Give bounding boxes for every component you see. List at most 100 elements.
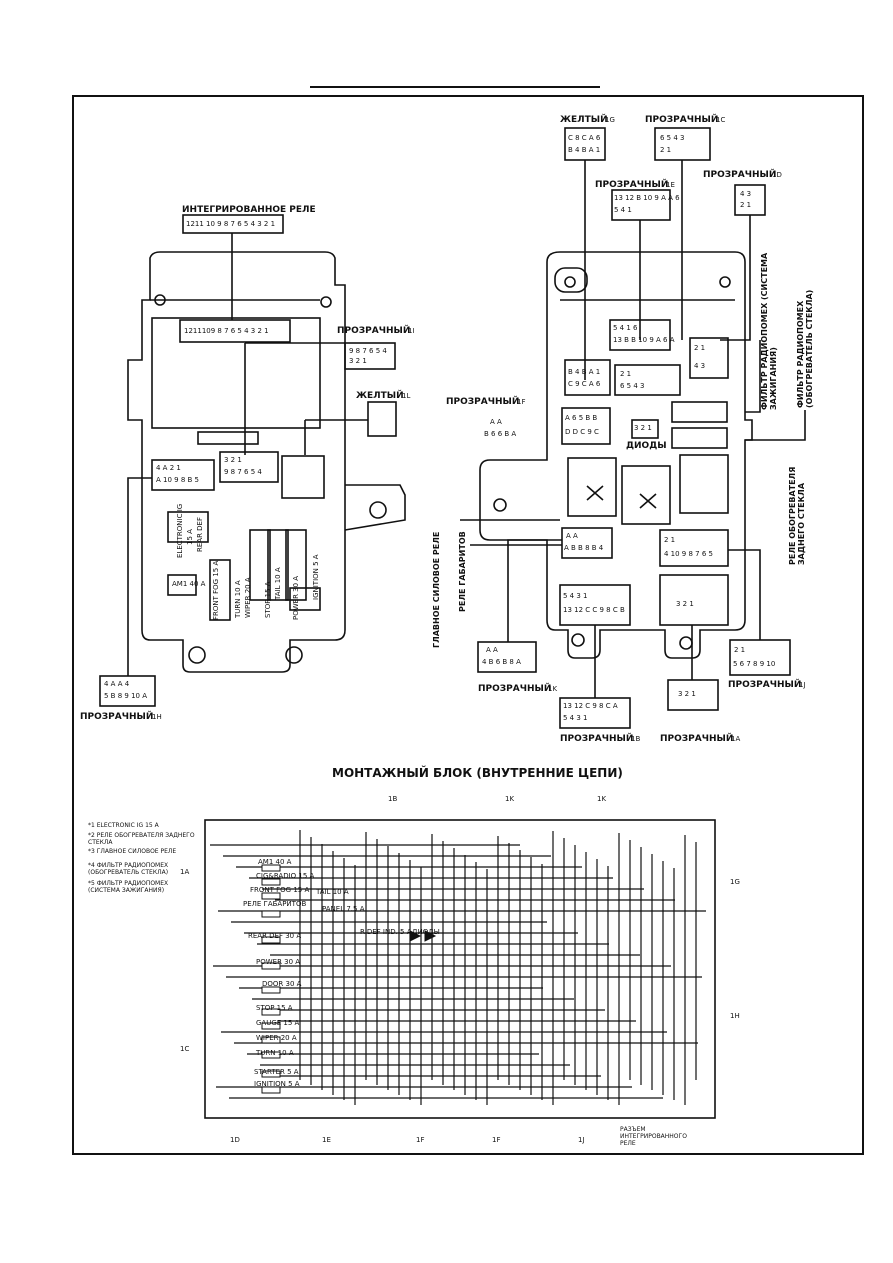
lf-starter: STARTER 5 A: [254, 1068, 299, 1076]
socket-h-pins-1: 4 A 2 1: [156, 464, 181, 472]
socket-h-pins-2: A 10 9 8 B 5: [156, 476, 199, 484]
rear-def-relay-label: РЕЛЕ ОБОГРЕВАТЕЛЯ ЗАДНЕГО СТЕКЛА: [788, 466, 806, 565]
fuse-tail: TAIL 10 A: [274, 567, 282, 600]
conn-d-pins-2: 2 1: [740, 201, 752, 209]
fuse-electronic-ig: ELECTRONIC IG: [176, 503, 184, 558]
fuse-electronic-ig-amp: 15 A: [186, 529, 194, 545]
fuse-symbol: [261, 1051, 281, 1059]
socket-e-pins-1: 5 4 1 6: [613, 324, 638, 332]
diodes-pins: 3 2 1: [634, 424, 652, 432]
socket-c-pins-1: 2 1: [620, 370, 632, 378]
lf-rear-def: REAR DEF 30 A: [248, 932, 302, 940]
conn-k-pins-2: 4 B 6 B 8 A: [482, 658, 521, 666]
fuse-ignition: IGNITION 5 A: [312, 554, 320, 600]
note-3: *3 ГЛАВНОЕ СИЛОВОЕ РЕЛЕ: [88, 848, 177, 855]
conn-b-tag: 1B: [631, 735, 641, 743]
ct-top-k1: 1K: [505, 795, 515, 803]
conn-e-pins-1: 13 12 B 10 9 A A 6: [614, 194, 680, 202]
conn-g-pins-1: C 8 C A 6: [568, 134, 601, 142]
ct-bot-f2: 1F: [492, 1136, 501, 1144]
diode-symbol: [424, 930, 437, 942]
lf-fog: FRONT FOG 15 A: [250, 886, 310, 894]
conn-j-tag: 1J: [799, 681, 806, 689]
socket-c-pins-2: 6 5 4 3: [620, 382, 645, 390]
conn-d-label: ПРОЗРАЧНЫЙ: [703, 170, 777, 180]
conn-a-pins: 3 2 1: [678, 690, 696, 698]
conn-i-pins-1: 9 8 7 6 5 4: [349, 347, 387, 355]
note-5: *5 ФИЛЬТР РАДИОПОМЕХ (СИСТЕМА ЗАЖИГАНИЯ): [88, 880, 169, 894]
conn-g-pins-2: B 4 B A 1: [568, 146, 601, 154]
fuse-symbol: [261, 892, 281, 900]
socket-g-pins-2: C 9 C A 6: [568, 380, 601, 388]
lf-am1: AM1 40 A: [258, 858, 292, 866]
fuse-front-fog: FRONT FOG 15 A: [212, 560, 220, 620]
conn-j-pins-2: 5 6 7 8 9 10: [733, 660, 776, 668]
socket-j-pins-1: 2 1: [664, 536, 676, 544]
conn-f-tag: 1F: [517, 398, 526, 406]
fuse-symbol: [261, 1070, 281, 1078]
conn-g-tag: 1G: [605, 116, 615, 124]
conn-h-tag: 1H: [152, 713, 162, 721]
conn-i-tag: 1I: [408, 327, 415, 335]
conn-d-tag: 1D: [772, 171, 782, 179]
conn-f-pins-1: A A: [490, 418, 502, 426]
fuse-wiper: WIPER 20 A: [244, 577, 252, 618]
conn-l-tag: 1L: [402, 392, 411, 400]
ct-right-h: 1H: [730, 1012, 740, 1020]
conn-e-pins-2: 5 4 1: [614, 206, 632, 214]
fuse-symbol: [261, 1022, 281, 1030]
conn-e-label: ПРОЗРАЧНЫЙ: [595, 180, 669, 190]
fuse-rear-def: REAR DEF: [196, 516, 204, 552]
left-fuse-block-outline: [127, 251, 346, 673]
fuse-symbol: [261, 864, 281, 872]
lf-gauge: GAUGE 15 A: [256, 1019, 300, 1027]
conn-g-label: ЖЕЛТЫЙ: [560, 115, 608, 125]
ct-right-g: 1G: [730, 878, 740, 886]
integrated-relay-note: РАЗЪЕМ ИНТЕГРИРОВАННОГО РЕЛЕ: [620, 1126, 687, 1147]
radio-filter-ign-label: ФИЛЬТР РАДИОПОМЕХ (СИСТЕМА ЗАЖИГАНИЯ): [760, 252, 778, 410]
socket-b-pins-1: 5 4 3 1: [563, 592, 588, 600]
socket-g-pins-1: B 4 B A 1: [568, 368, 601, 376]
diode-symbol: [409, 930, 422, 942]
fuse-symbol: [261, 936, 281, 944]
fuse-turn: TURN 10 A: [234, 580, 242, 618]
lf-power: POWER 30 A: [256, 958, 301, 966]
conn-c-label: ПРОЗРАЧНЫЙ: [645, 115, 719, 125]
header-rule: [310, 86, 600, 88]
conn-c-pins-2: 2 1: [660, 146, 672, 154]
note-2: *2 РЕЛЕ ОБОГРЕВАТЕЛЯ ЗАДНЕГО СТЕКЛА: [88, 832, 195, 846]
lf-door: DOOR 30 A: [262, 980, 302, 988]
conn-b-pins-2: 5 4 3 1: [563, 714, 588, 722]
conn-b-pins-1: 13 12 C 9 8 C A: [563, 702, 618, 710]
socket-k-pins-2: A B B 8 B 4: [564, 544, 604, 552]
conn-i-pins-2: 3 2 1: [349, 357, 367, 365]
fuse-symbol: [261, 962, 281, 970]
conn-c-tag: 1C: [716, 116, 726, 124]
fuse-symbol: [261, 910, 281, 918]
main-relay-label: ГЛАВНОЕ СИЛОВОЕ РЕЛЕ: [432, 531, 441, 648]
circuit-outline: [204, 819, 716, 1119]
socket-d-pins-2: 4 3: [694, 362, 706, 370]
lf-tail-relay: РЕЛЕ ГАБАРИТОВ: [243, 900, 307, 908]
socket-d-pins-1: 2 1: [694, 344, 706, 352]
lf-wiper: WIPER 20 A: [256, 1034, 297, 1042]
socket-a-pins: 3 2 1: [676, 600, 694, 608]
conn-k-pins-1: A A: [486, 646, 498, 654]
lf-cig: CIG&RADIO 15 A: [256, 872, 315, 880]
socket-i-pins-2: 9 8 7 6 5 4: [224, 468, 262, 476]
socket-e-pins-2: 13 B B 10 9 A 6 A: [613, 336, 675, 344]
socket-k-pins-1: A A: [566, 532, 578, 540]
fuse-power: POWER 30 A: [292, 575, 300, 620]
integrated-relay-pins: 1211 10 9 8 7 6 5 4 3 2 1: [186, 220, 276, 228]
conn-k-label: ПРОЗРАЧНЫЙ: [478, 684, 552, 694]
integrated-relay-title: ИНТЕГРИРОВАННОЕ РЕЛЕ: [182, 205, 316, 215]
tail-relay-label: РЕЛЕ ГАБАРИТОВ: [458, 531, 467, 612]
ct-top-k2: 1K: [597, 795, 607, 803]
ct-bot-j: 1J: [578, 1136, 585, 1144]
conn-c-pins-1: 6 5 4 3: [660, 134, 685, 142]
circuit-title: МОНТАЖНЫЙ БЛОК (ВНУТРЕННИЕ ЦЕПИ): [332, 766, 623, 780]
ct-bot-f1: 1F: [416, 1136, 425, 1144]
radio-filter-def-label: ФИЛЬТР РАДИОПОМЕХ (ОБОГРЕВАТЕЛЬ СТЕКЛА): [796, 289, 814, 408]
socket-i-pins-1: 3 2 1: [224, 456, 242, 464]
